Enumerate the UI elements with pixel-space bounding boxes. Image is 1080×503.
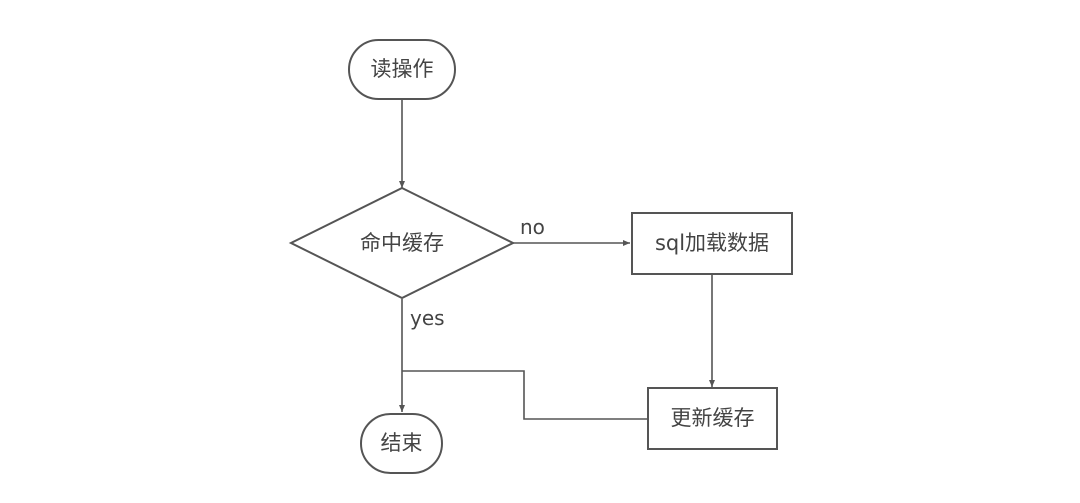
node-sql-load-data-label: sql加载数据 xyxy=(655,231,769,255)
node-read-operation xyxy=(348,39,456,100)
node-end-label: 结束 xyxy=(381,431,423,455)
edge-label-no: no xyxy=(520,215,545,239)
edge-update-to-end xyxy=(402,370,648,420)
node-cache-hit-decision xyxy=(288,186,516,300)
edge-label-yes: yes xyxy=(410,306,445,330)
node-read-operation-label: 读操作 xyxy=(371,57,434,81)
node-cache-hit-label: 命中缓存 xyxy=(360,231,444,255)
node-update-cache-label: 更新缓存 xyxy=(671,406,755,430)
node-update-cache xyxy=(647,387,778,450)
node-sql-load-data xyxy=(631,212,793,275)
node-end xyxy=(360,413,443,474)
